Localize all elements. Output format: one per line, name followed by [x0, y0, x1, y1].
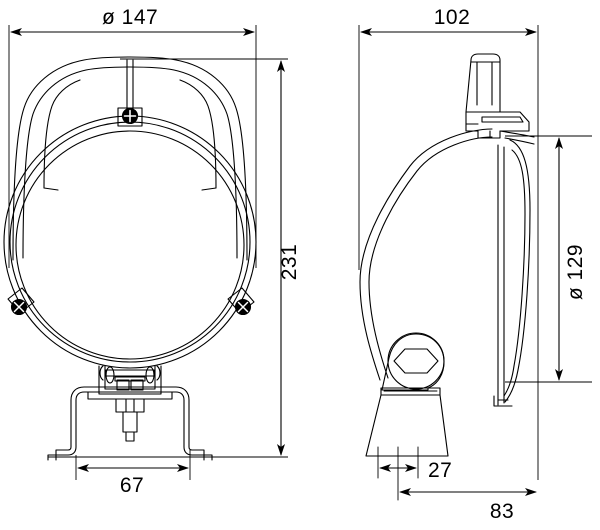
- dim-label-diameter-147: ø 147: [102, 6, 158, 29]
- dim-label-depth-102: 102: [434, 6, 471, 29]
- guard-right-arm-taper-2: [201, 187, 217, 191]
- dim-label-diameter-129: ø 129: [564, 244, 587, 300]
- side-top-clip: [465, 111, 530, 139]
- side-guard-inner: [368, 136, 493, 379]
- lamp-lens-circle: [15, 130, 245, 360]
- u-bracket-stirrup: [98, 365, 162, 395]
- top-screw-cross-icon: [123, 109, 137, 123]
- guard-inner-hoop: [22, 66, 238, 259]
- intermediate-plate: [87, 391, 173, 400]
- bottom-clamp-slot-right: [145, 366, 155, 384]
- guard-left-arm-taper-2: [43, 187, 59, 191]
- side-view-group: [359, 53, 535, 501]
- dim-label-width-67: 67: [120, 474, 144, 497]
- bottom-clamp-detail-right: [156, 365, 161, 381]
- front-view-group: [3, 56, 257, 461]
- top-screw-block: [117, 107, 143, 127]
- mounting-base-bracket-inner: [55, 386, 205, 461]
- dim-label-depth-83: 83: [490, 500, 514, 523]
- side-view-dimensions: [358, 25, 592, 496]
- side-top-clip-slot: [481, 116, 524, 123]
- left-screw-cross-icon: [13, 301, 25, 313]
- guard-left-arm-taper: [43, 79, 81, 189]
- dim-label-height-231: 231: [278, 244, 301, 281]
- side-flange-wedge: [499, 130, 535, 138]
- bottom-clamp-slot-left: [105, 366, 115, 384]
- side-housing-rear-shell-inner: [503, 149, 526, 397]
- front-view-dimensions: [8, 25, 288, 480]
- side-mount-eye-outer: [387, 332, 445, 390]
- side-mount-hex-bolt: [393, 348, 439, 374]
- dimension-labels: ø 147 231 67 102 ø 129 27 83: [102, 6, 587, 523]
- dim-label-width-27: 27: [428, 459, 452, 482]
- u-bracket-stirrup-inner: [104, 365, 156, 390]
- side-flange-wedge-2: [504, 137, 535, 145]
- side-housing-bottom-lip: [493, 395, 513, 407]
- side-connector-body: [465, 53, 501, 113]
- side-housing-rear-shell: [504, 139, 531, 403]
- center-bolt-shank: [122, 411, 138, 433]
- right-screw-cross-icon: [237, 301, 249, 313]
- center-bolt-nut: [115, 398, 145, 413]
- center-bolt-tip: [125, 431, 135, 442]
- guard-outer-hoop: [12, 56, 248, 261]
- side-guard-outer: [359, 128, 493, 381]
- bottom-clamp-detail-left: [99, 365, 104, 381]
- stirrup-nut-cap: [114, 376, 146, 382]
- guard-right-arm-taper: [179, 79, 217, 189]
- side-lower-mount-body: [365, 394, 449, 457]
